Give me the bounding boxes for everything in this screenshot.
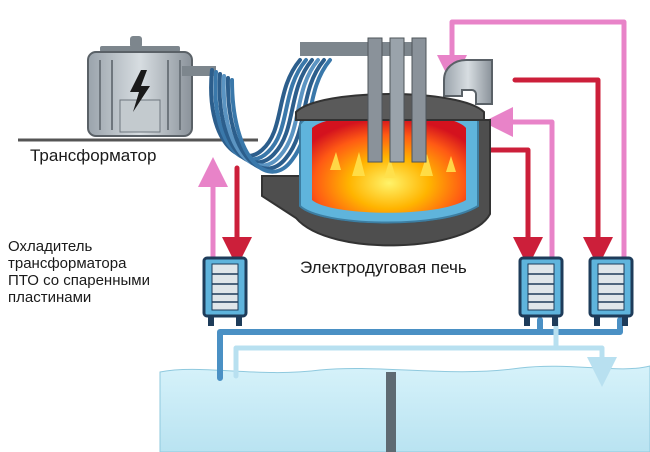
heat-exchanger-furnace-1: [518, 256, 564, 326]
furnace-label: Электродуговая печь: [300, 258, 467, 277]
transformer: [87, 36, 216, 137]
cooler-label: Охладитель трансформатора ПТО со спаренн…: [8, 238, 198, 306]
lightning-bolt-icon: [130, 70, 150, 112]
cooler-label-line: Охладитель: [8, 238, 93, 255]
cooler-label-line: пластинами: [8, 289, 92, 306]
heat-exchanger-furnace-2: [588, 256, 634, 326]
water-reservoir: [159, 365, 650, 452]
transformer-label: Трансформатор: [30, 146, 157, 165]
exhaust-duct: [443, 59, 493, 105]
hot-water-lines: [222, 77, 613, 267]
heat-exchanger-transformer: [202, 256, 248, 326]
electrodes: [367, 37, 427, 163]
cooler-label-line: ПТО со спаренными: [8, 272, 150, 289]
arc-furnace: [261, 93, 491, 247]
cooler-label-line: трансформатора: [8, 255, 127, 272]
cable-bundle: [209, 58, 332, 174]
cooled-loop-lines: [198, 19, 627, 263]
flame-tongues: [330, 152, 456, 178]
